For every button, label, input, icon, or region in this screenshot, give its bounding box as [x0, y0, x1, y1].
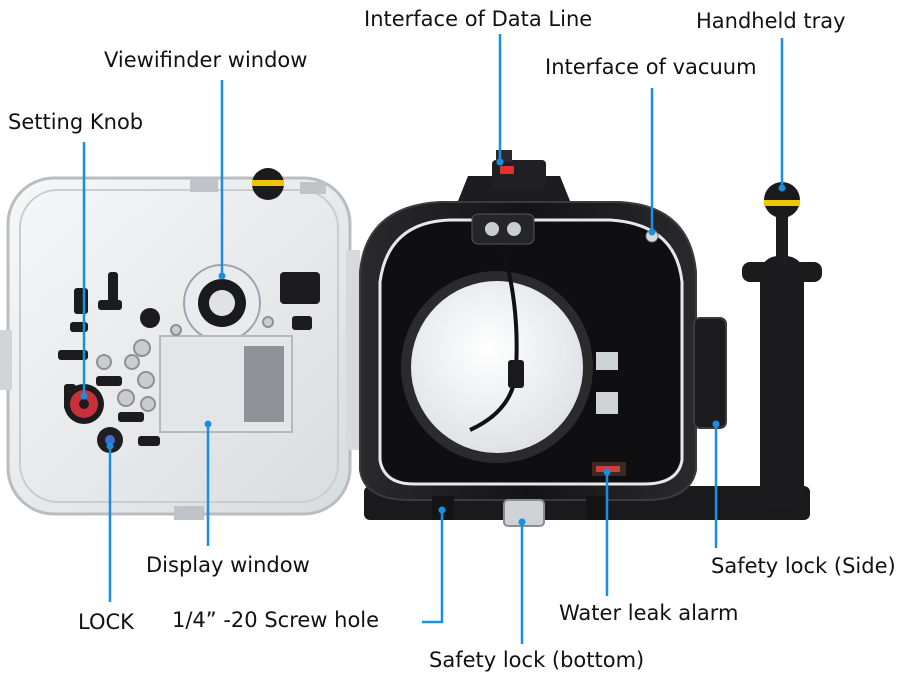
leader-dots	[80, 158, 786, 526]
label-safety-lock-side: Safety lock (Side)	[711, 554, 896, 578]
label-interface-data-line: Interface of Data Line	[364, 7, 593, 31]
housing-body	[359, 150, 810, 527]
leader-screw-hole	[422, 510, 444, 624]
label-viewfinder-window: Viewifinder window	[104, 48, 308, 72]
label-display-window: Display window	[146, 553, 310, 577]
label-setting-knob: Setting Knob	[8, 110, 144, 134]
label-safety-lock-bottom: Safety lock (bottom)	[429, 648, 645, 672]
handheld-tray	[742, 182, 822, 508]
label-handheld-tray: Handheld tray	[696, 9, 846, 33]
label-interface-vacuum: Interface of vacuum	[545, 55, 757, 79]
leader-lines	[82, 34, 784, 644]
back-door	[0, 168, 360, 520]
label-screw-hole: 1/4” -20 Screw hole	[172, 608, 380, 632]
label-water-leak-alarm: Water leak alarm	[559, 601, 739, 625]
label-lock: LOCK	[78, 610, 134, 634]
